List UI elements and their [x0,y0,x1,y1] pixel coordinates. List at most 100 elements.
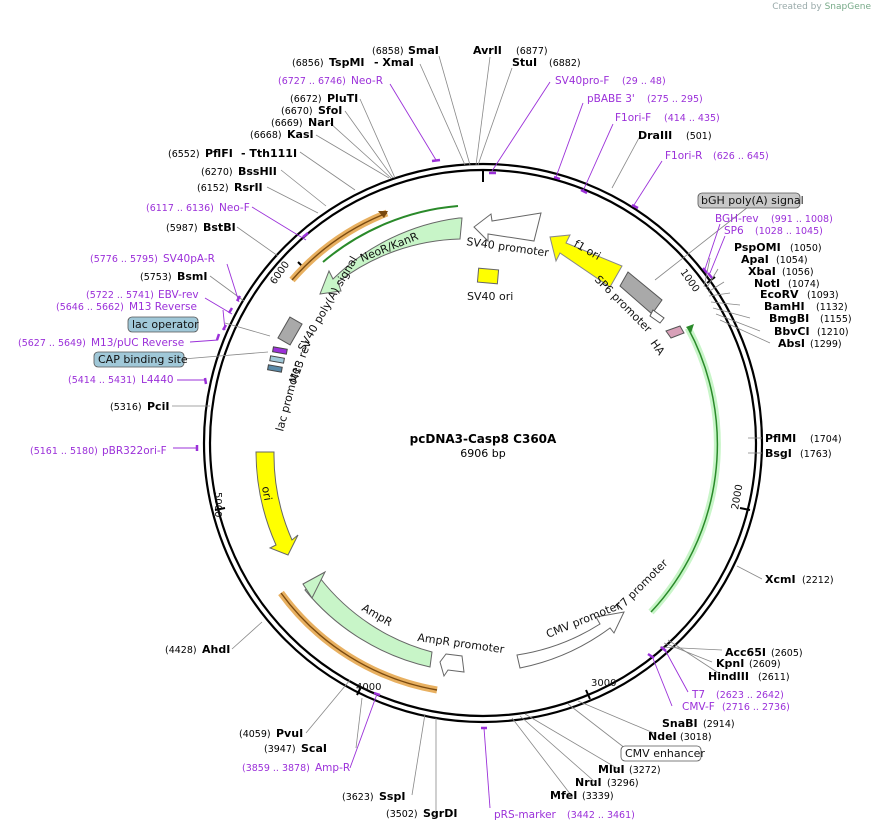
m13-reverse-label[interactable]: M13 Reverse [129,301,197,313]
prs-marker-label[interactable]: pRS-marker [494,809,557,821]
absi-label[interactable]: AbsI [778,337,805,350]
pbr322ori-f-label[interactable]: pBR322ori-F [102,445,167,457]
primer-leaders [173,81,726,809]
nrui-label[interactable]: NruI [575,776,602,789]
sspi-label[interactable]: SspI [379,790,405,803]
ori-arrow[interactable] [255,451,299,556]
sfoi-label[interactable]: SfoI [318,104,342,117]
f1ori-f-label[interactable]: F1ori-F [615,112,651,124]
lac-operator-box[interactable] [127,316,199,333]
ampr-arrow[interactable] [304,577,433,668]
ha-tag[interactable] [665,325,685,339]
kasi-pos: (6668) [250,130,282,141]
bgh-rev-label[interactable]: BGH-rev [715,213,759,225]
kasi-label[interactable]: KasI [287,128,314,141]
ampr-arrowhead [302,570,327,600]
l4440-label[interactable]: L4440 [141,374,174,386]
bbvci-pos: (1210) [817,327,849,338]
tspmi-label[interactable]: TspMI [329,56,365,69]
ampr-orange-arc [278,590,438,694]
cmv-enhancer-box[interactable] [620,745,702,762]
bstbi-label[interactable]: BstBI [203,221,236,234]
bsgi-label[interactable]: BsgI [765,447,792,460]
neo-f-label[interactable]: Neo-F [219,202,250,214]
draiii-label[interactable]: DraIII [638,129,672,142]
stui-label[interactable]: StuI [512,56,537,69]
kpni-label[interactable]: KpnI [716,657,744,670]
acc65i-label[interactable]: Acc65I [725,646,766,659]
mlui-label[interactable]: MluI [598,763,625,776]
bsmi-label[interactable]: BsmI [177,270,208,283]
ebv-rev-label[interactable]: EBV-rev [158,289,199,301]
tick-3000: 3000 [591,678,616,689]
sgrdi-label[interactable]: SgrDI [423,807,457,820]
sp6-promoter-arrowhead [649,309,665,324]
acc65i-pos: (2605) [771,648,803,659]
sv40pa-r-range: (5776 .. 5795) [90,254,158,265]
sv40pro-f-range: (29 .. 48) [622,76,666,87]
xmai-label[interactable]: - XmaI [374,56,414,69]
avrii-label[interactable]: AvrII [473,44,502,57]
ecorv-label[interactable]: EcoRV [760,288,799,301]
neo-r-label[interactable]: Neo-R [351,75,383,87]
amp-r-label[interactable]: Amp-R [315,762,350,774]
ahdi-pos: (4428) [165,645,197,656]
cap-box[interactable] [93,351,185,368]
bbvci-label[interactable]: BbvCI [774,325,810,338]
hindiii-pos: (2611) [758,672,790,683]
pflmi-label[interactable]: PflMI [765,432,796,445]
pflfi-label[interactable]: PflFI [205,147,233,160]
bgh-rev-range: (991 .. 1008) [771,214,833,225]
neo-f-range: (6117 .. 6136) [146,203,214,214]
pbabe3-label[interactable]: pBABE 3' [587,93,635,105]
tth111i-label[interactable]: - Tth111I [241,147,297,160]
neor-arrow[interactable] [319,217,463,295]
f1ori-r-label[interactable]: F1ori-R [665,150,702,162]
m13-puc-reverse-label[interactable]: M13/pUC Reverse [91,337,184,349]
bmgbi-label[interactable]: BmgBI [769,312,809,325]
lac-region-box[interactable] [277,316,303,346]
pluti-label[interactable]: PluTI [327,92,358,105]
sv40pro-f-label[interactable]: SV40pro-F [555,75,609,87]
pspomi-pos: (1050) [790,243,822,254]
tick-6000: 6000 [268,260,292,287]
sp6-label[interactable]: SP6 [724,225,744,237]
lac-operator-label: lac operator [132,318,199,331]
l4440-range: (5414 .. 5431) [68,375,136,386]
smai-label[interactable]: SmaI [408,44,439,57]
xcmi-label[interactable]: XcmI [765,573,796,586]
cmv-f-label[interactable]: CMV-F [682,701,715,713]
sv40pa-r-label[interactable]: SV40pA-R [163,253,215,265]
ampr-promoter-arrow[interactable] [439,653,465,678]
pcii-label[interactable]: PciI [147,400,169,413]
rsrii-label[interactable]: RsrII [234,181,263,194]
nari-label[interactable]: NarI [308,116,334,129]
tick-1000: 1000 [678,267,702,294]
ndei-label[interactable]: NdeI [648,730,677,743]
cmv-promoter-arrow[interactable] [516,611,625,669]
hindiii-label[interactable]: HindIII [708,670,749,683]
sv40-polya-arc-line [291,212,388,281]
sv40-ori-box[interactable] [476,267,500,285]
cmv-enhancer-label: CMV enhancer [625,747,705,760]
pvui-label[interactable]: PvuI [276,727,303,740]
f1-ori-arrow[interactable] [549,234,623,288]
bsshii-label[interactable]: BssHII [238,165,277,178]
ahdi-label[interactable]: AhdI [202,643,230,656]
bamhi-label[interactable]: BamHI [764,300,805,313]
scai-pos: (3947) [264,744,296,755]
snapgene-credit: Created by SnapGene [772,2,871,12]
plasmid-name: pcDNA3-Casp8 C360A [410,432,557,446]
t7-label[interactable]: T7 [691,689,705,701]
snabi-label[interactable]: SnaBI [662,717,698,730]
cap-label: CAP binding site [98,353,188,366]
sv40-promoter-arrow[interactable] [473,212,542,243]
apai-label[interactable]: ApaI [741,253,769,266]
tick-2000: 2000 [730,484,745,511]
xbai-label[interactable]: XbaI [748,265,776,278]
bgh-box[interactable] [697,192,801,209]
mfei-label[interactable]: MfeI [550,789,577,802]
pspomi-label[interactable]: PspOMI [734,241,781,254]
noti-label[interactable]: NotI [754,277,780,290]
scai-label[interactable]: ScaI [301,742,327,755]
